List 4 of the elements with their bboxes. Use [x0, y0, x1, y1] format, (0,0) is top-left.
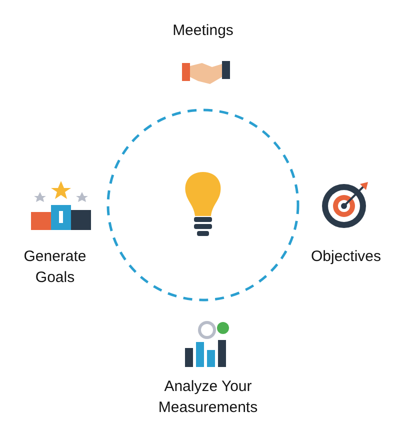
caption-text: Objectives — [310, 247, 382, 267]
caption-text: Meetings — [172, 21, 234, 41]
caption-text: Analyze Your Measurements — [157, 377, 259, 418]
caption-text: Generate Goals — [22, 247, 88, 288]
